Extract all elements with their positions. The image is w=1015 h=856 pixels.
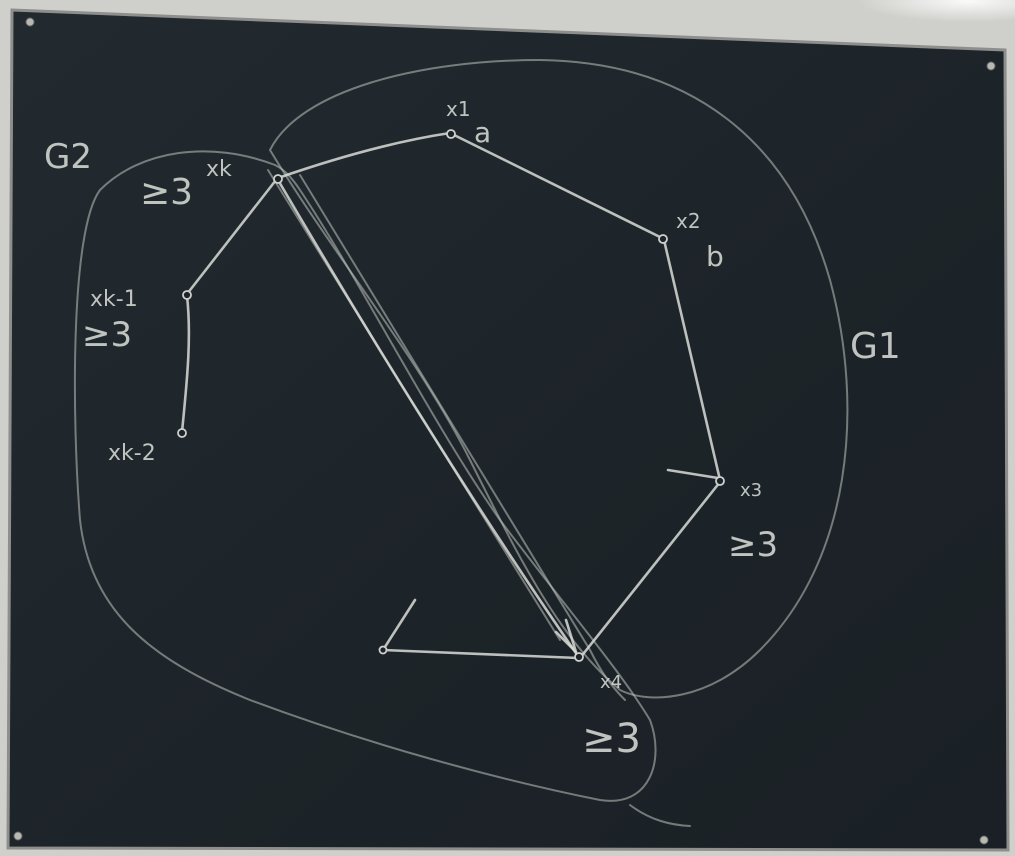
graph-vertices — [177, 129, 725, 662]
arrow-head — [554, 618, 578, 654]
label-b: b — [706, 240, 724, 273]
region-g2-outline — [73, 150, 691, 827]
screw-icon — [979, 835, 989, 845]
edge-x3-x4 — [578, 480, 722, 660]
label-ge3-xk: ≥3 — [140, 172, 193, 213]
label-g1: G1 — [850, 326, 901, 367]
vertex-xk-1 — [182, 290, 192, 300]
label-a: a — [474, 116, 491, 149]
label-x3: x3 — [740, 480, 762, 501]
vertex-x1 — [446, 129, 456, 139]
label-ge3-x4: ≥3 — [582, 716, 641, 762]
label-x2: x2 — [676, 209, 701, 233]
edge-chord-xk-x4 — [276, 178, 580, 658]
vertex-xk-2 — [177, 428, 187, 438]
label-g2: G2 — [44, 137, 92, 177]
label-x1: x1 — [446, 97, 471, 121]
edge-x2-x3 — [662, 238, 722, 482]
vertex-x3 — [715, 476, 725, 486]
vertex-xk — [273, 174, 283, 184]
vertex-x4 — [574, 652, 584, 662]
label-ge3-xk-minus-1: ≥3 — [82, 315, 132, 355]
vertex-left — [378, 645, 388, 655]
region-g1-outline — [269, 59, 849, 699]
label-x4: x4 — [600, 672, 622, 693]
board-surface — [8, 10, 1008, 850]
label-xk-minus-2: xk-2 — [108, 441, 156, 466]
screw-icon — [13, 831, 23, 841]
label-ge3-x3: ≥3 — [728, 525, 778, 565]
edge-x3-stub — [666, 468, 720, 480]
edge-xk-1-xk-2 — [180, 294, 191, 434]
screw-icon — [25, 17, 35, 27]
label-xk-minus-1: xk-1 — [90, 287, 138, 312]
vertex-x2 — [658, 234, 668, 244]
edge-xk-x1 — [276, 131, 452, 180]
edge-x1-x2 — [450, 132, 664, 240]
screw-icon — [986, 61, 996, 71]
edge-xk-xk-1 — [185, 178, 278, 296]
label-xk: xk — [206, 157, 232, 182]
